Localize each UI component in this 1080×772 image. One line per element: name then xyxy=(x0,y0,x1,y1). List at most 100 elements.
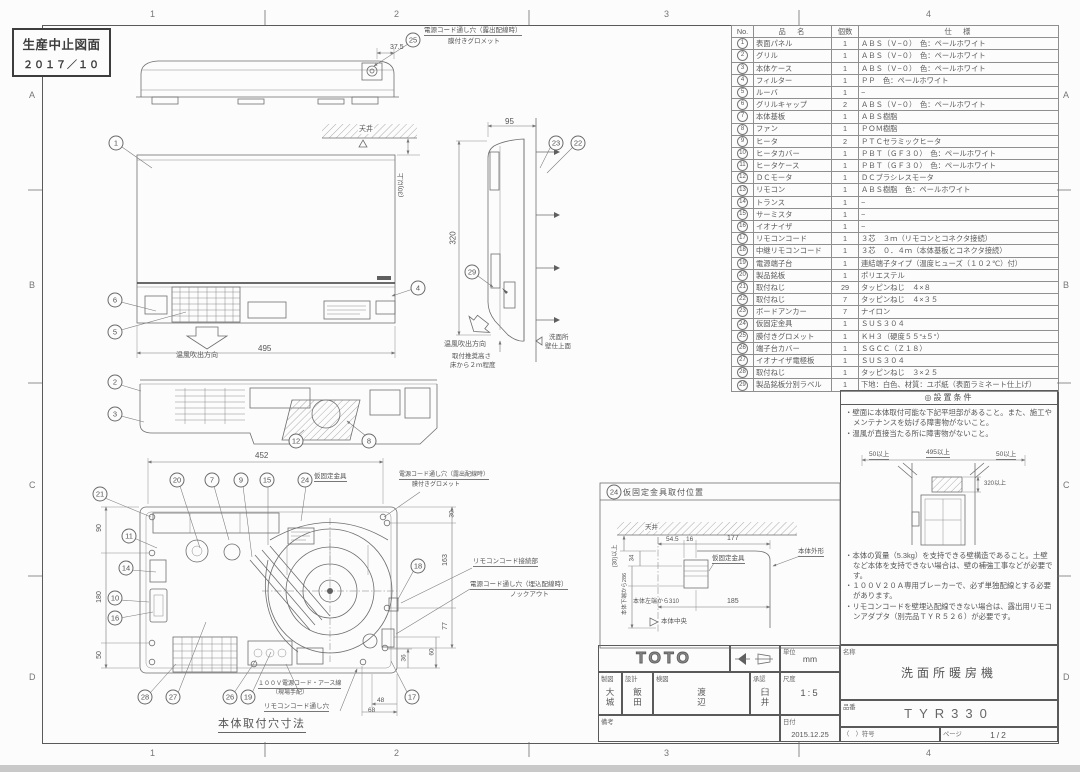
table-row: 16 イオナイザ 1 − xyxy=(731,219,1059,234)
table-row: 27 イオナイザ電極板 1 ＳＵＳ３０４ xyxy=(731,354,1059,368)
knockout-hole-label: 電源コード通し穴（埋込配線時） xyxy=(470,581,568,590)
remarks-cell: 備考 xyxy=(598,715,780,742)
dim-clearance-bracket: (30)以上 xyxy=(612,544,619,568)
checker-cell: 検図 渡辺 xyxy=(653,672,750,715)
parts-table: No. 品 名 個数 仕 様 1 表面パネル 1 ＡＢＳ（Ｖ−０） 色：ペールホ… xyxy=(731,24,1059,392)
model-value: TYR330 xyxy=(904,706,994,721)
conditions-bullets-bottom: ・本体の質量（5.3kg）を支持できる壁構造であること。土壁など本体を支持できな… xyxy=(845,551,1053,622)
dim-163: 163 xyxy=(441,554,449,566)
col-no: No. xyxy=(731,24,754,39)
from-bottom-edge-label: 本体下端から286 xyxy=(621,572,628,616)
callout-25: 25 xyxy=(405,32,421,48)
bracket-label-box: 仮固定金具 xyxy=(712,555,745,564)
callout-8: 8 xyxy=(361,433,377,449)
callout-23: 23 xyxy=(548,135,564,151)
table-row: 19 電源端子台 1 連結端子タイプ（温度ヒューズ（１０２℃）付） xyxy=(731,256,1059,270)
callout-28: 28 xyxy=(137,689,153,705)
dim-177: 177 xyxy=(727,535,739,542)
body-center-label: 本体中央 xyxy=(661,618,687,625)
callout-21: 21 xyxy=(92,486,108,502)
zone-row: B xyxy=(29,280,36,290)
table-row: 20 製品銘板 1 ポリエステル xyxy=(731,268,1059,282)
callout-26: 26 xyxy=(222,689,238,705)
col-spec: 仕 様 xyxy=(858,24,1059,39)
dim-34: 34 xyxy=(629,554,636,562)
callout-7: 7 xyxy=(204,472,220,488)
table-row: 11 ヒータケース 1 ＰＢＴ（ＧＦ３０） 色：ペールホワイト xyxy=(731,159,1059,173)
table-row: 25 膜付きグロメット 1 ＫＨ３（硬度５５°±５°） xyxy=(731,329,1059,343)
unit-cell: 単位 mm xyxy=(780,645,840,672)
code-label: （ ）符号 xyxy=(843,731,875,738)
callout-19: 19 xyxy=(240,689,256,705)
dim-90: 90 xyxy=(95,524,103,532)
approver-cell: 承認 臼井 xyxy=(750,672,780,715)
zone-row: A xyxy=(1063,90,1070,100)
table-row: 1 表面パネル 1 ＡＢＳ（Ｖ−０） 色：ペールホワイト xyxy=(731,37,1059,51)
zone-row: B xyxy=(1063,280,1070,290)
toto-logo: TOTO xyxy=(636,649,692,667)
table-row: 3 本体ケース 1 ＡＢＳ（Ｖ−０） 色：ペールホワイト xyxy=(731,61,1059,75)
table-row: 12 ＤＣモータ 1 ＤＣブラシレスモータ xyxy=(731,171,1059,185)
callout-2: 2 xyxy=(107,374,123,390)
drafter-cell: 製図 大城 xyxy=(598,672,622,715)
grommet-label-internal: 膜付きグロメット xyxy=(412,482,461,488)
table-row: 5 ルーバ 1 − xyxy=(731,85,1059,100)
designer-cell: 設計 飯田 xyxy=(622,672,653,715)
zone-col: 4 xyxy=(926,9,932,19)
zone-row: C xyxy=(29,480,36,490)
airflow-label-side: 温風吹出方向 xyxy=(444,341,486,348)
installation-conditions-box: ◎設置条件 ・壁面に本体取付可能な下記平坦部があること。また、施工やメンテナンス… xyxy=(840,390,1058,645)
table-row: 4 フィルター 1 ＰＰ 色：ペールホワイト xyxy=(731,73,1059,87)
callout-11: 11 xyxy=(121,528,137,544)
condition-item: ・壁面に本体取付可能な下記平坦部があること。また、施工やメンテナンスを妨げる障害… xyxy=(845,408,1052,427)
dim-495-min: 495以上 xyxy=(926,449,950,458)
product-name-value: 洗面所暖房機 xyxy=(900,666,997,680)
table-row: 6 グリルキャップ 2 ＡＢＳ（Ｖ−０） 色：ペールホワイト xyxy=(731,98,1059,112)
scale-value: 1:5 xyxy=(800,688,820,699)
dim-495: 495 xyxy=(258,344,272,353)
callout-20: 20 xyxy=(169,472,185,488)
table-row: 14 トランス 1 − xyxy=(731,195,1059,209)
dim-60: 60 xyxy=(428,648,436,656)
mount-height-label-2: 床から２ｍ程度 xyxy=(450,362,496,369)
dim-68: 68 xyxy=(368,707,376,714)
zone-col: 3 xyxy=(664,9,670,19)
table-row: 28 取付ねじ 1 タッピンねじ ３×２５ xyxy=(731,366,1059,380)
dim-54-5: 54.5 xyxy=(666,536,679,543)
table-row: 7 本体基板 1 ＡＢＳ樹脂 xyxy=(731,110,1059,124)
callout-16: 16 xyxy=(107,610,123,626)
page-cell: ページ 1/2 xyxy=(940,727,1058,742)
airflow-label: 温風吹出方向 xyxy=(176,352,218,359)
titleblock-logo-cell: TOTO xyxy=(598,645,730,672)
date-cell: 日付 2015.12.25 xyxy=(780,715,840,742)
dim-37-5: 37.5 xyxy=(390,44,404,51)
mounting-holes-caption: 本体取付穴寸法 xyxy=(218,718,306,733)
table-row: 13 リモコン 1 ＡＢＳ樹脂 色：ペールホワイト xyxy=(731,183,1059,197)
date-value: 2015.12.25 xyxy=(791,730,829,739)
dim-36: 36 xyxy=(400,654,408,662)
dim-clearance: (30)以上 xyxy=(397,172,405,198)
dim-77: 77 xyxy=(441,622,449,630)
power-cord-label: １００Ｖ電源コード・アース線 xyxy=(258,681,342,690)
zone-col: 2 xyxy=(394,9,400,19)
designer-name: 飯田 xyxy=(633,687,642,707)
callout-6: 6 xyxy=(107,292,123,308)
dim-180: 180 xyxy=(95,591,103,603)
titleblock-projection-cell xyxy=(730,645,780,672)
table-row: 10 ヒータカバー 1 ＰＢＴ（ＧＦ３０） 色：ペールホワイト xyxy=(731,146,1059,161)
table-row: 18 中継リモコンコード 1 ３芯 ０．４ｍ（本体基板とコネクタ接続） xyxy=(731,244,1059,258)
callout-5: 5 xyxy=(107,324,123,340)
table-row: 26 端子台カバー 1 ＳＧＣＣ（Ｚ１８） xyxy=(731,341,1059,356)
unit-value: mm xyxy=(802,653,818,664)
dim-320: 320 xyxy=(448,231,458,245)
zone-col: 1 xyxy=(150,9,156,19)
callout-4: 4 xyxy=(410,280,426,296)
scale-cell: 尺度 1:5 xyxy=(780,672,840,715)
discontinued-stamp: 生産中止図面 ２０１７／１０ xyxy=(12,28,111,77)
callout-15: 15 xyxy=(259,472,275,488)
site-supply-label: （現場手配） xyxy=(272,690,309,696)
callout-24-bracket: 24 xyxy=(606,484,622,500)
condition-item: ・本体の質量（5.3kg）を支持できる壁構造であること。土壁など本体を支持できな… xyxy=(845,551,1053,580)
table-row: 23 ボードアンカー 7 ナイロン xyxy=(731,305,1059,319)
table-row: 9 ヒータ 2 ＰＴＣセラミックヒータ xyxy=(731,134,1059,148)
